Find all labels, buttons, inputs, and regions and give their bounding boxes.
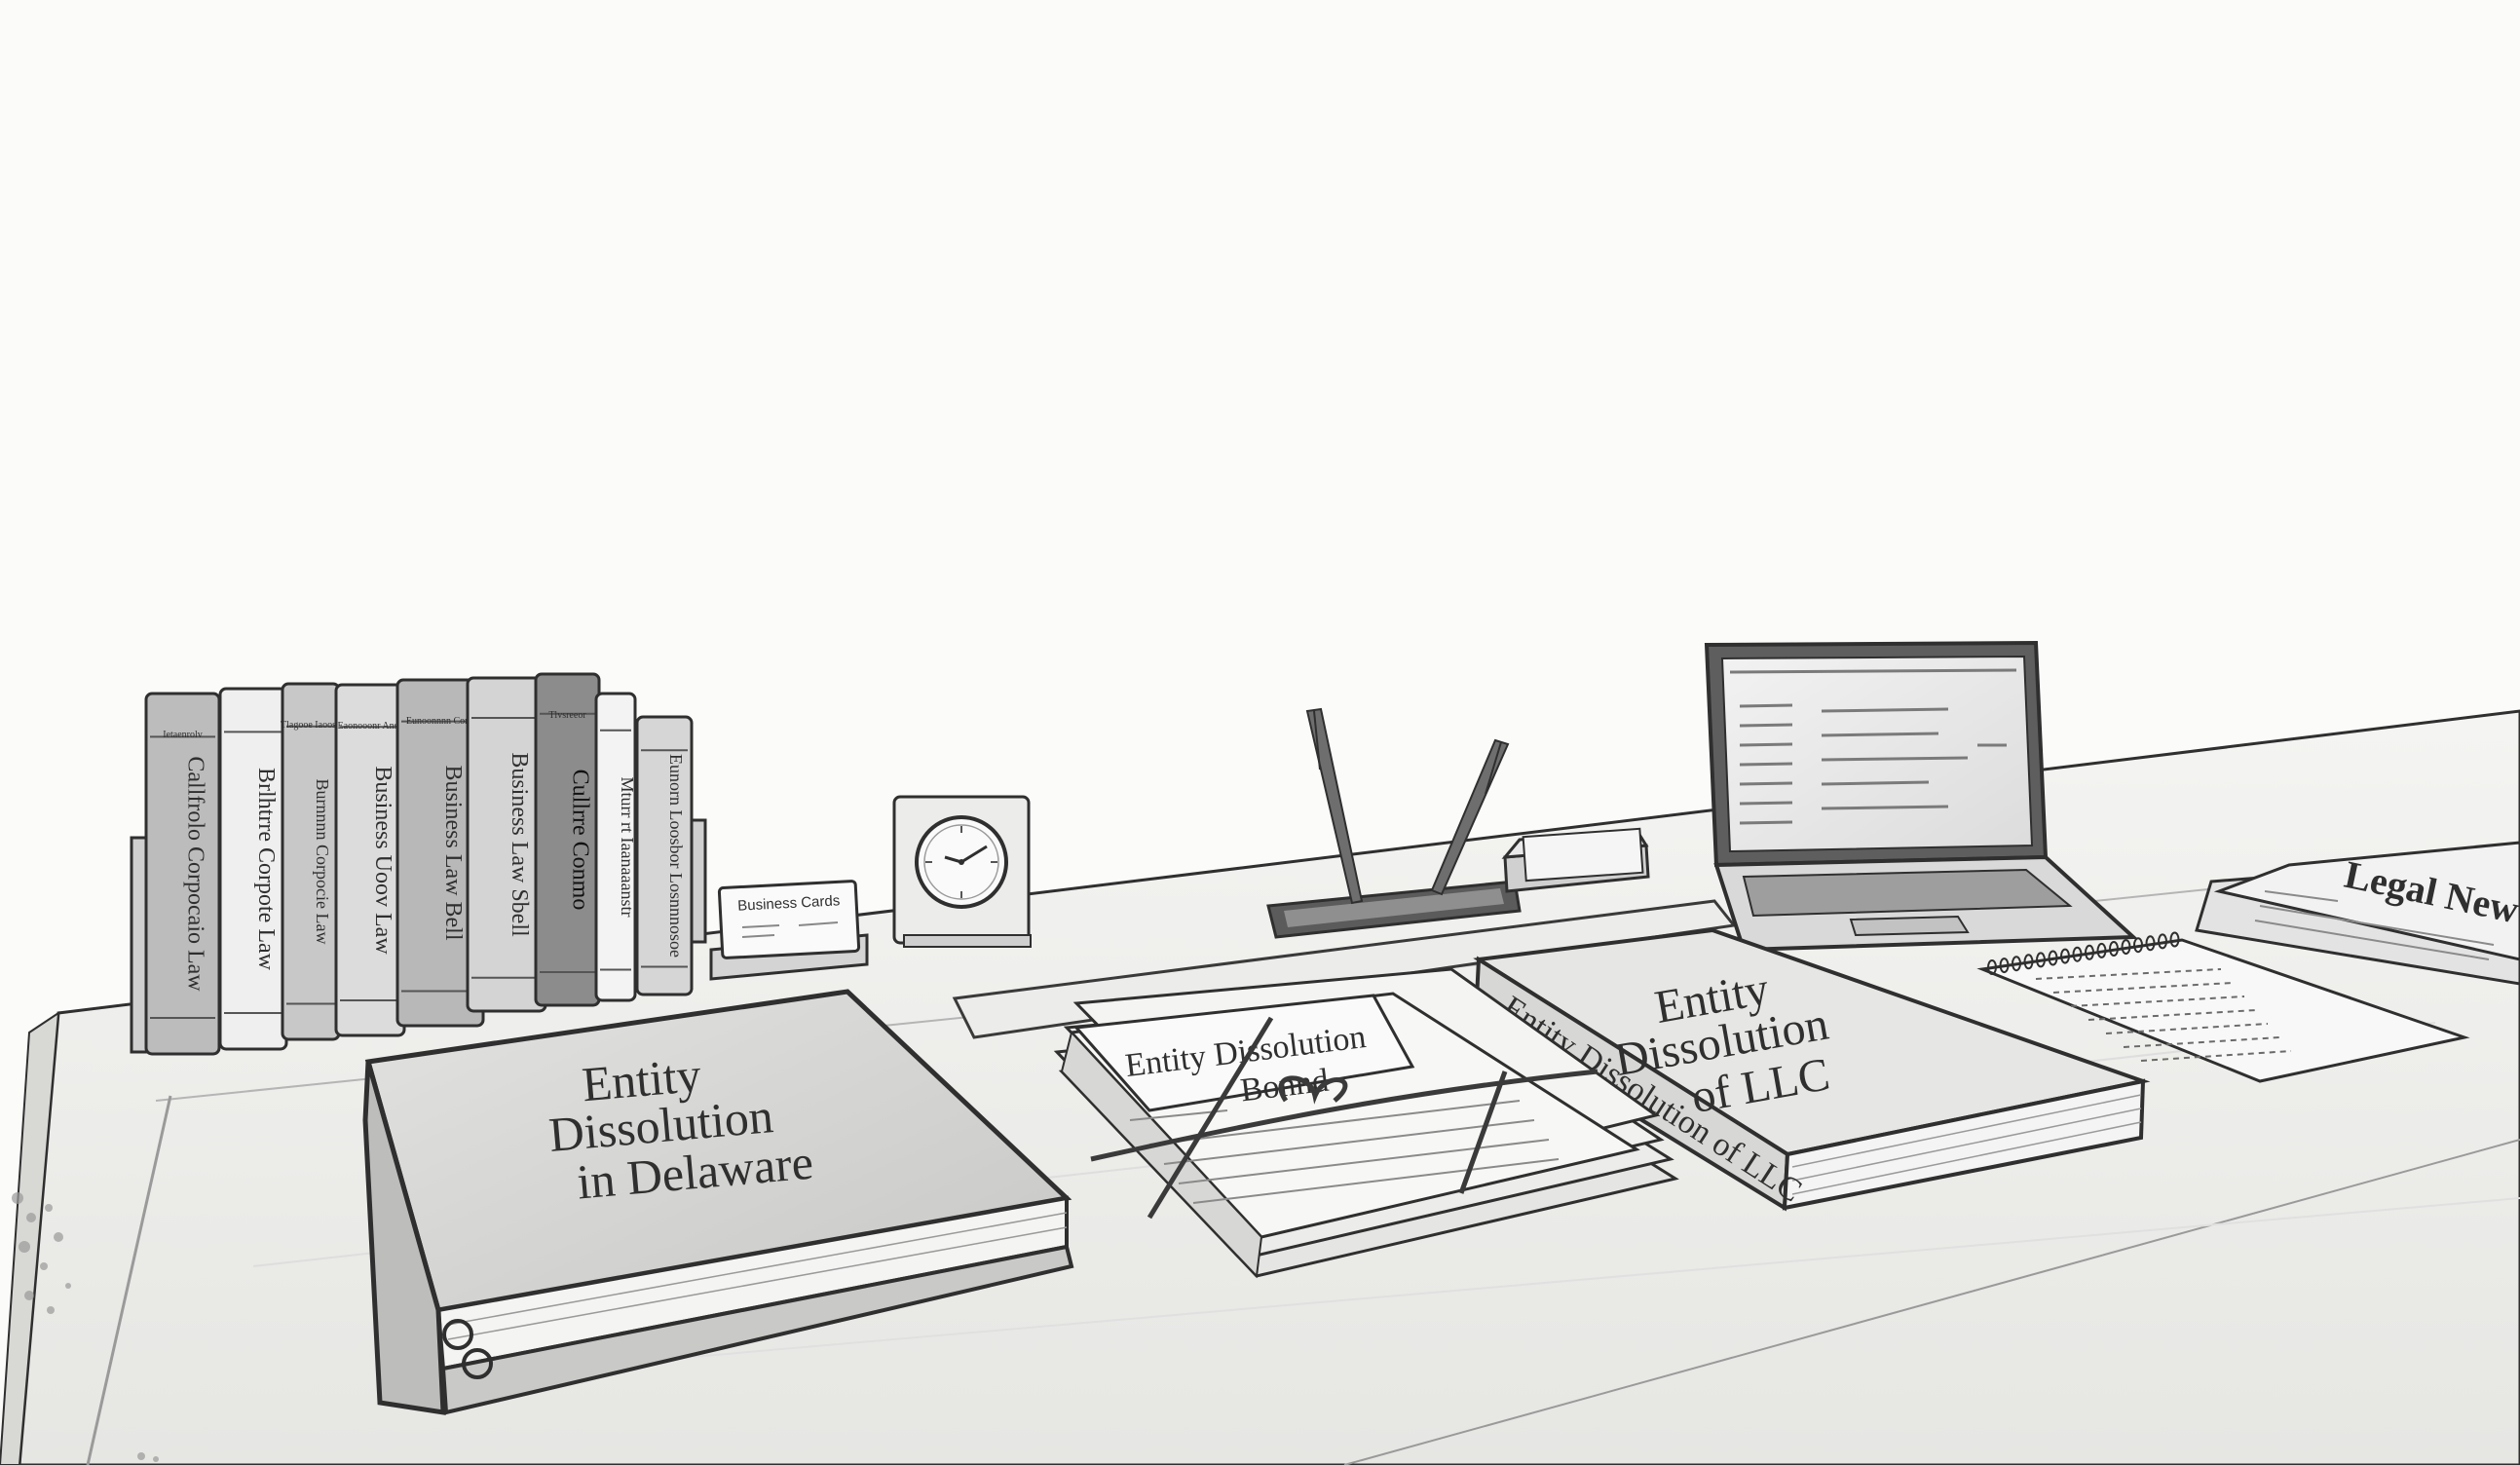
notebook-ring [2133,937,2143,954]
notebook-handwriting [2070,995,2245,1007]
book-spine: Mturr rt Iaanaaanstr [594,692,637,1002]
book-spine-title: Business Law Bell [440,766,466,941]
book-header-text: Ietaenrolv [163,730,203,740]
book-spine-title: Cullrre Conmo [568,770,593,911]
notebook-ring [2145,935,2156,952]
notebook-ring [2169,931,2180,948]
book-header-text: Eaonooonr Ansb [338,721,403,732]
notebook-handwriting [2123,1036,2280,1048]
notebook-ring [2085,944,2094,960]
book-spine-title: Business Uoov Law [370,766,395,955]
notebook-ring [2096,942,2107,958]
document-stack: Entity Dissolution Bonnd [1053,967,1679,1279]
notebook-ring [2060,948,2070,964]
notebook-ring [2048,950,2058,966]
book-spine: Eunorn Loosbor Losnnnosoe [635,715,694,996]
notebook-handwriting [2052,982,2234,994]
spiral-notebook [1976,931,2470,1083]
binder: Entity Dissolution in Delaware [362,989,1074,1415]
binder-ring [442,1319,473,1350]
notebook-ring [2158,933,2167,950]
notebook-ring [2023,954,2034,970]
binder-spine [362,1061,446,1415]
book-spine-title: Burnnnn Corpocie Law [313,779,332,945]
twine-string [1090,1016,1599,1220]
book-spine: Business Law Sbell [466,676,547,1013]
notebook-handwriting [2035,968,2222,980]
book-spine-title: Mturr rt Iaanaaanstr [618,777,637,918]
notebook-ring [2012,956,2021,972]
laptop-screen [1720,655,2034,853]
business-card-holder: Business Cards [709,880,869,981]
newspaper: Legal New [2195,841,2520,986]
book-header-text: Tlagooe Iaoosb [281,720,341,731]
notebook-ring [2072,946,2083,962]
book-header-text: Eunoonnnn Cono [406,716,474,727]
book-spine-title: Brlhtrre Corpote Law [253,768,279,971]
book-spine: Brlhtrre Corpote Law [218,687,288,1051]
notebook-ring [1987,959,1997,975]
desk-clock [892,795,1032,948]
card-box [1501,827,1650,893]
binder-title-1: Entity [580,1047,703,1111]
book-spine-title: Business Law Sbell [507,752,532,937]
notebook-ring [2121,939,2131,956]
pen-stand [1266,707,1522,939]
ink-smudges [12,1192,159,1462]
clock-minute-hand [960,845,988,864]
notebook-handwriting [2140,1050,2292,1062]
notebook-ring [2036,952,2046,968]
laptop-keyboard [1742,868,2073,918]
notebook-handwriting [2087,1009,2257,1021]
notebook-ring [2109,941,2119,957]
book-spine-title: Eunorn Loosbor Losnnnosoe [666,754,686,958]
pen-right [1430,738,1510,896]
laptop [1704,640,2138,953]
laptop-trackpad [1849,915,1970,937]
notebook-handwriting [2105,1023,2269,1034]
notebook-ring [1999,958,2010,974]
binder-ring [462,1348,493,1379]
book-spine-title: Callfrolo Corpocaio Law [183,756,208,992]
book-header-text: Tlvsreeor [548,710,586,721]
pen-left [1305,707,1364,905]
business-cards-label: Business Cards [737,892,841,914]
